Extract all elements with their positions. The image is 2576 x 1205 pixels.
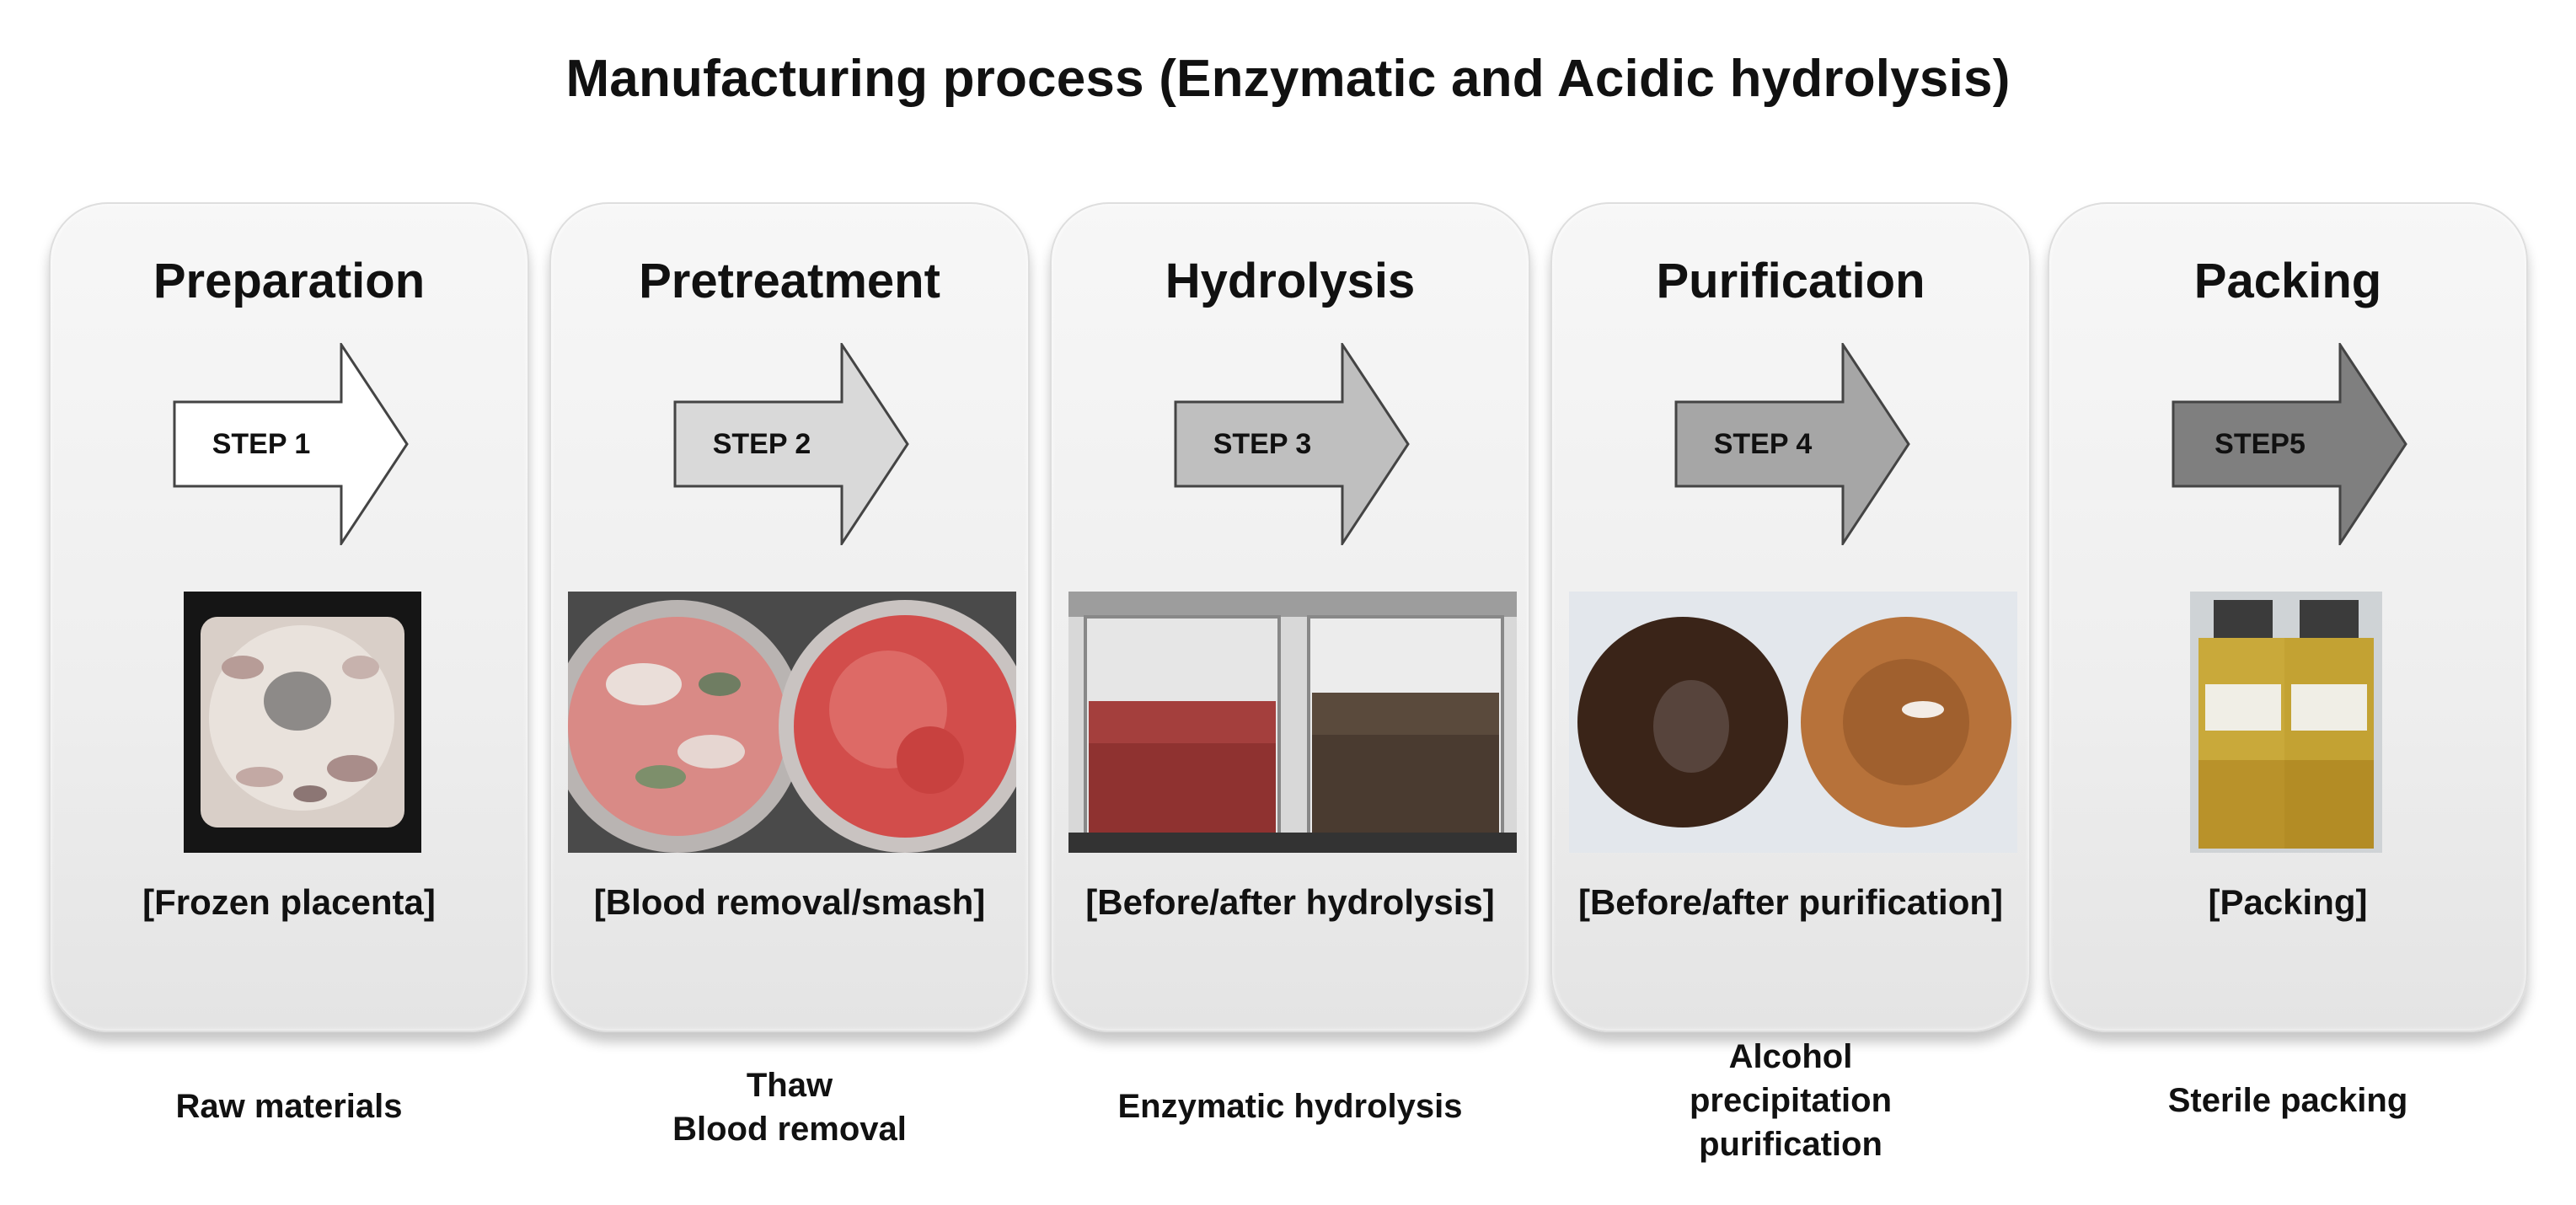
stage-title: Purification (1656, 254, 1925, 308)
stage-title: Preparation (153, 254, 426, 308)
packing-vials-photo (2190, 592, 2382, 853)
frozen-placenta-photo (184, 592, 421, 853)
description-line: Thaw (746, 1067, 833, 1104)
step-label: STEP 4 (1713, 427, 1813, 460)
right-arrow-icon (1674, 343, 1910, 545)
stage-caption: [Packing] (2208, 882, 2368, 922)
stage-description: Sterile packing (2035, 1079, 2541, 1122)
page-title: Manufacturing process (Enzymatic and Aci… (565, 50, 2011, 108)
description-line: Sterile packing (2167, 1082, 2408, 1119)
stage-title: Packing (2193, 254, 2382, 308)
stage-purification: Purification STEP 4 [Before/after purifi… (1550, 202, 2031, 1032)
description-line: Blood removal (672, 1111, 907, 1148)
purification-photo (1569, 592, 2017, 853)
stage-hydrolysis: Hydrolysis STEP 3 [Before/after hydrolys… (1050, 202, 1530, 1032)
step-label: STEP 3 (1213, 427, 1312, 460)
stage-pretreatment: Pretreatment STEP 2 [Blood removal/smash… (549, 202, 1030, 1032)
stage-caption: [Before/after hydrolysis] (1085, 882, 1495, 922)
right-arrow-icon (173, 343, 409, 545)
description-line: Alcohol (1728, 1038, 1853, 1075)
stage-caption: [Frozen placenta] (142, 882, 436, 922)
description-line: Raw materials (175, 1088, 403, 1125)
stage-packing: Packing STEP5 [Packing] (2048, 202, 2528, 1032)
stage-preparation: Preparation STEP 1 [Frozen placenta] (49, 202, 529, 1032)
right-arrow-icon (2172, 343, 2407, 545)
stage-description: Thaw Blood removal (537, 1063, 1042, 1151)
right-arrow-icon (673, 343, 909, 545)
stage-caption: [Blood removal/smash] (593, 882, 986, 922)
stage-description: Enzymatic hydrolysis (1037, 1084, 1543, 1128)
step-label: STEP 2 (712, 427, 811, 460)
hydrolysis-vessel-photo (1068, 592, 1517, 853)
stage-title: Pretreatment (639, 254, 940, 308)
blood-removal-photo (568, 592, 1016, 853)
stage-description: Alcohol precipitation purification (1538, 1035, 2043, 1166)
stage-title: Hydrolysis (1165, 254, 1416, 308)
step-label: STEP 1 (212, 427, 311, 460)
step-label: STEP5 (2215, 427, 2306, 460)
description-line: precipitation (1689, 1082, 1893, 1119)
description-line: Enzymatic hydrolysis (1117, 1088, 1463, 1125)
stage-caption: [Before/after purification] (1577, 882, 2004, 922)
description-line: purification (1699, 1126, 1882, 1163)
stage-description: Raw materials (36, 1084, 542, 1128)
right-arrow-icon (1174, 343, 1410, 545)
